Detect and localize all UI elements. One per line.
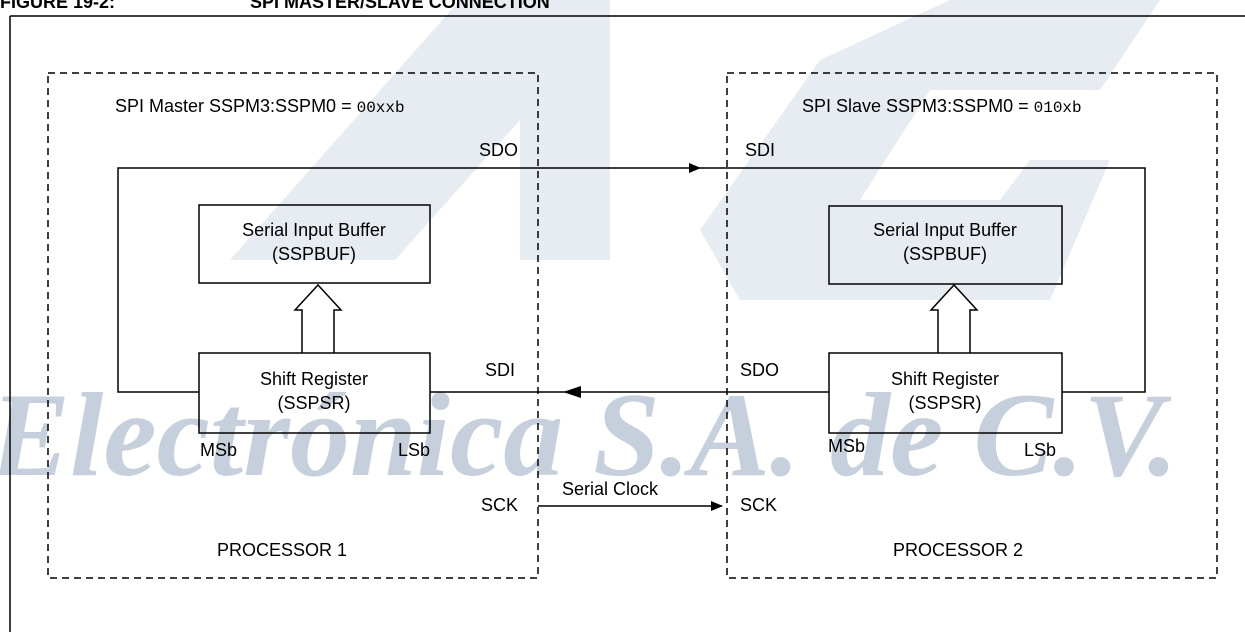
slave-shift-label-2: (SSPSR) — [908, 393, 981, 413]
processor-1-box — [47, 72, 539, 579]
slave-buffer-label-2: (SSPBUF) — [903, 244, 987, 264]
slave-lsb-label: LSb — [1024, 440, 1056, 460]
sdo-to-sdi-line — [117, 163, 701, 393]
master-sdo-pin-label: SDO — [479, 140, 518, 160]
processor-2-label: PROCESSOR 2 — [893, 540, 1023, 560]
slave-buffer-label-1: Serial Input Buffer — [873, 220, 1017, 240]
watermark: Electrónica S.A. de C.V. — [0, 0, 1178, 501]
figure-title: FIGURE 19-2: — [0, 0, 115, 12]
slave-buffer-box — [828, 205, 1063, 285]
processor-1-label: PROCESSOR 1 — [217, 540, 347, 560]
slave-shift-register-box — [828, 352, 1063, 434]
figure-caption: SPI MASTER/SLAVE CONNECTION — [250, 0, 550, 12]
master-transfer-arrow — [293, 283, 343, 353]
slave-sck-pin-label: SCK — [740, 495, 777, 515]
master-lsb-label: LSb — [398, 440, 430, 460]
master-mode-value: 00xxb — [357, 99, 405, 117]
processor-2-box — [726, 72, 1218, 579]
watermark-logo-right — [700, 0, 1160, 300]
slave-mode-value: 010xb — [1034, 99, 1082, 117]
master-shift-label-1: Shift Register — [260, 369, 368, 389]
watermark-logo-left — [230, 0, 610, 260]
serial-clock-label: Serial Clock — [562, 479, 659, 499]
slave-mode-label: SPI Slave SSPM3:SSPM0 = 010xb — [802, 96, 1082, 117]
master-msb-label: MSb — [200, 440, 237, 460]
watermark-text: Electrónica S.A. de C.V. — [0, 368, 1178, 501]
figure-frame — [9, 15, 1245, 632]
master-buffer-label-2: (SSPBUF) — [272, 244, 356, 264]
master-sck-pin-label: SCK — [481, 495, 518, 515]
slave-sdo-pin-label: SDO — [740, 360, 779, 380]
slave-msb-label: MSb — [828, 436, 865, 456]
slave-transfer-arrow — [929, 283, 979, 353]
sdi-to-slave-shift-line — [700, 167, 1146, 393]
slave-sdi-pin-label: SDI — [745, 140, 775, 160]
master-shift-label-2: (SSPSR) — [277, 393, 350, 413]
master-buffer-box — [198, 204, 431, 284]
master-sdi-pin-label: SDI — [485, 360, 515, 380]
master-mode-label: SPI Master SSPM3:SSPM0 = 00xxb — [115, 96, 405, 117]
slave-shift-label-1: Shift Register — [891, 369, 999, 389]
master-buffer-label-1: Serial Input Buffer — [242, 220, 386, 240]
sdi-arrowhead — [563, 386, 581, 398]
master-shift-register-box — [198, 352, 431, 434]
